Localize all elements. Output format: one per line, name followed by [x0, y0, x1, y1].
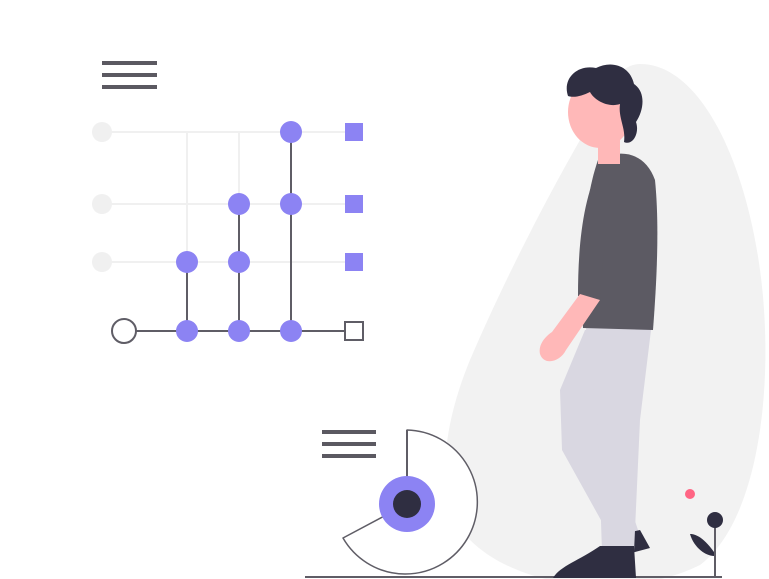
segmented-donut-chart: [342, 429, 479, 575]
circuit-node: [280, 121, 302, 143]
person-hand: [539, 294, 600, 362]
circuit-faint-node: [92, 194, 112, 214]
quantum-circuit-diagram: [92, 121, 364, 344]
circuit-node: [228, 193, 250, 215]
circuit-end-square: [345, 253, 363, 271]
circuit-faint-node: [92, 252, 112, 272]
accent-dot: [685, 489, 695, 499]
person-illustration: [539, 64, 658, 578]
person-arm: [578, 165, 612, 300]
circuit-end-square-empty: [344, 321, 364, 341]
hamburger-menu-icon: [322, 430, 376, 458]
person-hair: [566, 64, 643, 143]
circuit-end-square: [345, 123, 363, 141]
circuit-start-node: [111, 318, 137, 344]
donut-center: [393, 490, 421, 518]
circuit-faint-node: [92, 122, 112, 142]
circuit-node: [176, 251, 198, 273]
circuit-node: [228, 320, 250, 342]
person-leg-front: [585, 320, 652, 552]
person-shoe-front: [553, 546, 636, 578]
circuit-node: [228, 251, 250, 273]
plant-bud: [707, 512, 723, 528]
circuit-node: [280, 320, 302, 342]
circuit-node: [176, 320, 198, 342]
hamburger-menu-icon: [102, 61, 157, 89]
circuit-end-square: [345, 195, 363, 213]
plant-leaf: [690, 533, 714, 556]
plant-icon: [690, 512, 723, 577]
circuit-node: [280, 193, 302, 215]
